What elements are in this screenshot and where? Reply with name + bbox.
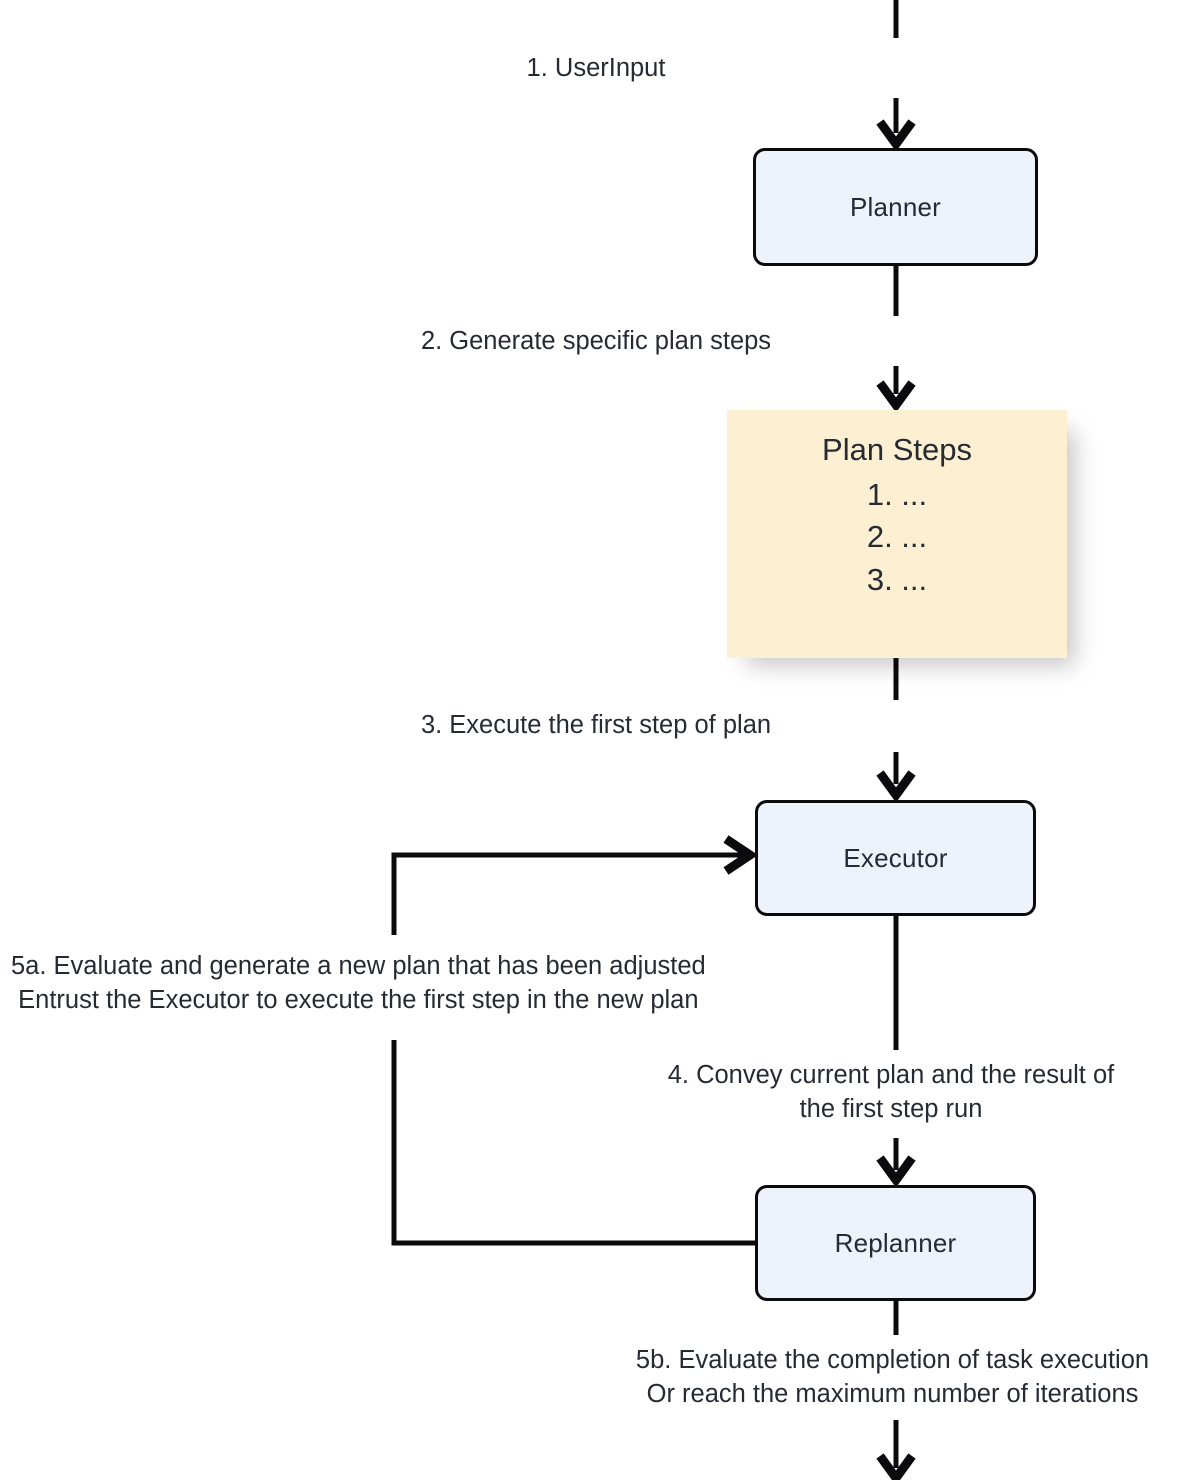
edge-feedback-top-segment <box>391 852 742 935</box>
plan-steps-title: Plan Steps <box>822 432 972 467</box>
node-executor[interactable]: Executor <box>755 800 1036 916</box>
node-plan-steps[interactable]: Plan Steps 1. ... 2. ... 3. ... <box>727 410 1067 658</box>
edge-label-convey-result-line2: the first step run <box>799 1094 983 1123</box>
edge-label-replan-feedback: 5a. Evaluate and generate a new plan tha… <box>5 948 712 1020</box>
arrowhead-to-replanner <box>876 1155 916 1188</box>
arrowhead-to-end <box>876 1453 916 1480</box>
node-executor-label: Executor <box>843 842 948 873</box>
edge-label-execute-first-step: 3. Execute the first step of plan <box>0 709 1192 743</box>
arrowhead-to-plan-steps <box>876 380 916 413</box>
edge-label-user-input: 1. UserInput <box>0 52 1192 86</box>
arrowhead-to-executor-loop <box>723 835 759 875</box>
edge-label-convey-result: 4. Convey current plan and the result of… <box>622 1057 1160 1129</box>
edge-label-task-complete: 5b. Evaluate the completion of task exec… <box>585 1342 1192 1414</box>
node-planner-label: Planner <box>849 191 942 222</box>
edge-label-user-input-text: 1. UserInput <box>520 54 672 82</box>
edge-label-convey-result-line1: 4. Convey current plan and the result of <box>667 1061 1115 1089</box>
arrowhead-to-planner <box>876 119 916 152</box>
edge-label-generate-plan: 2. Generate specific plan steps <box>0 325 1192 359</box>
plan-steps-item-1: 1. ... <box>866 477 928 512</box>
edge-label-replan-feedback-line1: 5a. Evaluate and generate a new plan tha… <box>11 952 706 980</box>
node-replanner[interactable]: Replanner <box>755 1185 1036 1301</box>
node-replanner-label: Replanner <box>834 1227 957 1258</box>
edge-label-replan-feedback-line2: Entrust the Executor to execute the firs… <box>18 985 699 1014</box>
edge-label-task-complete-line1: 5b. Evaluate the completion of task exec… <box>635 1346 1150 1374</box>
plan-steps-item-3: 3. ... <box>866 561 928 597</box>
edge-label-task-complete-line2: Or reach the maximum number of iteration… <box>646 1379 1139 1408</box>
node-planner[interactable]: Planner <box>753 148 1038 266</box>
plan-steps-item-2: 2. ... <box>866 519 928 555</box>
edge-feedback-bottom-segment <box>391 1040 755 1246</box>
edge-label-execute-first-step-text: 3. Execute the first step of plan <box>414 711 778 739</box>
edge-label-generate-plan-text: 2. Generate specific plan steps <box>414 327 778 355</box>
arrowhead-to-executor <box>876 770 916 803</box>
